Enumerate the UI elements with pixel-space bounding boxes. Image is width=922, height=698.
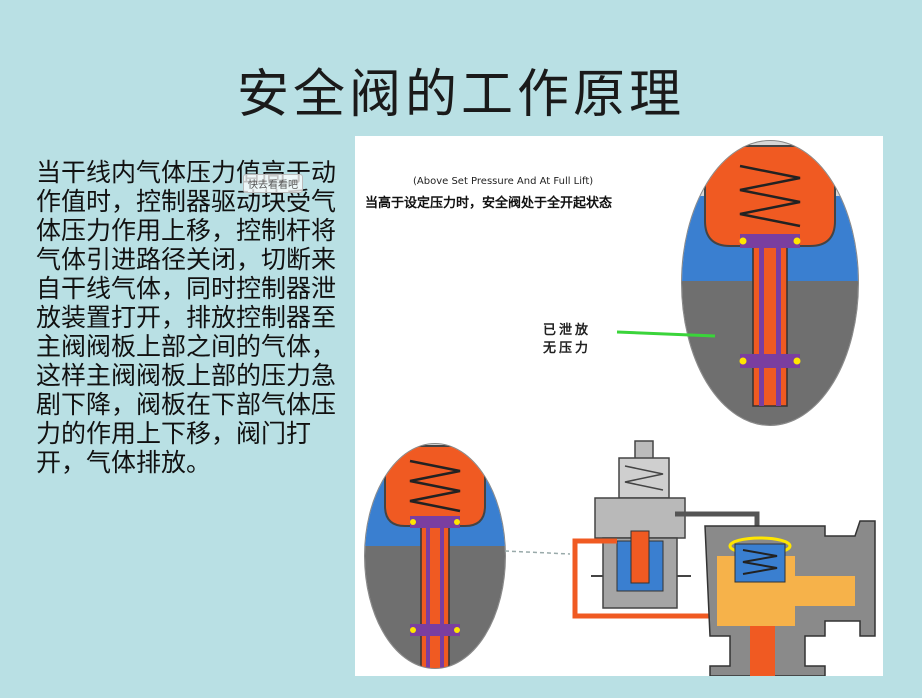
overlay-badge[interactable]: 快去看看吧 <box>243 174 303 193</box>
diagram-panel: (Above Set Pressure And At Full Lift) 当高… <box>355 136 883 676</box>
spring-bottom <box>409 459 461 513</box>
callout-label: 已泄放 无压力 <box>543 322 591 358</box>
bottom-magnified-view <box>364 443 506 669</box>
pilot-valve <box>591 440 691 609</box>
callout-label-line1: 已泄放 <box>543 323 592 338</box>
diagram-caption-cn: 当高于设定压力时，安全阀处于全开起状态 <box>365 196 613 211</box>
callout-label-line2: 无压力 <box>543 341 592 356</box>
callout-leader-line <box>616 330 716 338</box>
slide-title: 安全阀的工作原理 <box>236 65 685 125</box>
valve-diagram <box>364 140 876 676</box>
spring-top <box>739 164 801 228</box>
body-text: 当干线内气体压力值高于动作值时，控制器驱动块受气体压力作用上移，控制杆将气体引进… <box>36 158 337 477</box>
diagram-caption-en: (Above Set Pressure And At Full Lift) <box>413 176 594 187</box>
main-spring <box>742 549 778 575</box>
top-magnified-view <box>681 140 859 426</box>
main-valve <box>704 520 876 676</box>
